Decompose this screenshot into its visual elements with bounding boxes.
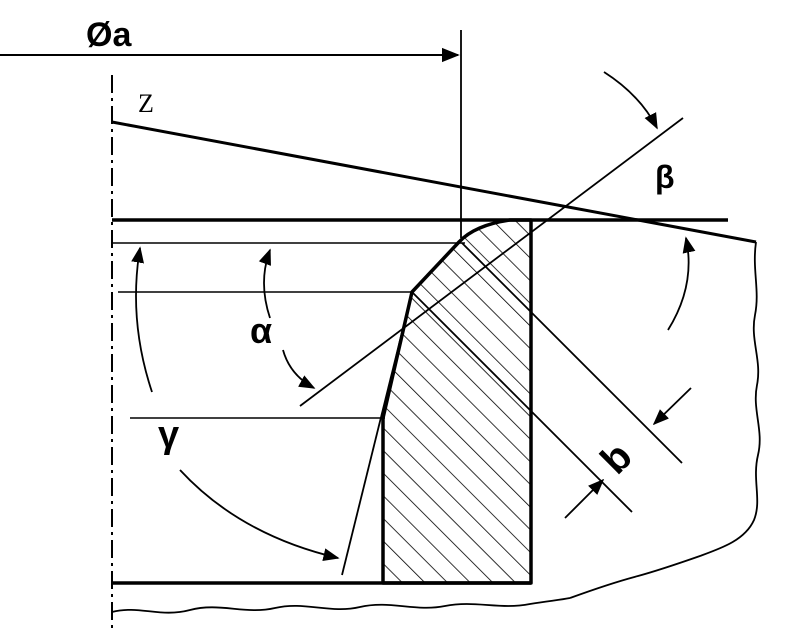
hatched-cutting-section xyxy=(381,218,533,585)
diameter-label: Øa xyxy=(86,16,132,54)
beta-angle-line xyxy=(299,117,684,407)
gamma-arc-lower xyxy=(179,469,340,561)
z-label: Z xyxy=(138,89,154,118)
gamma-label: γ xyxy=(158,414,179,456)
gamma-arc-upper xyxy=(131,246,153,393)
alpha-arc-upper xyxy=(258,248,271,319)
b-extension-line-lower xyxy=(411,291,633,513)
b-extension-line-upper xyxy=(461,242,683,464)
z-surface-line xyxy=(111,120,757,244)
alpha-label: α xyxy=(250,310,272,351)
beta-arc-lower xyxy=(667,236,696,331)
b-label: b xyxy=(592,434,640,482)
b-dimension-arrow-upper xyxy=(652,387,692,426)
break-line-bottom xyxy=(111,597,571,614)
gamma-angle-line xyxy=(341,291,413,576)
beta-label: β xyxy=(655,159,675,195)
beta-arc-upper xyxy=(603,71,658,130)
break-line-right xyxy=(569,241,761,599)
b-dimension-arrow-lower xyxy=(564,478,605,519)
alpha-arc-lower xyxy=(282,349,316,389)
